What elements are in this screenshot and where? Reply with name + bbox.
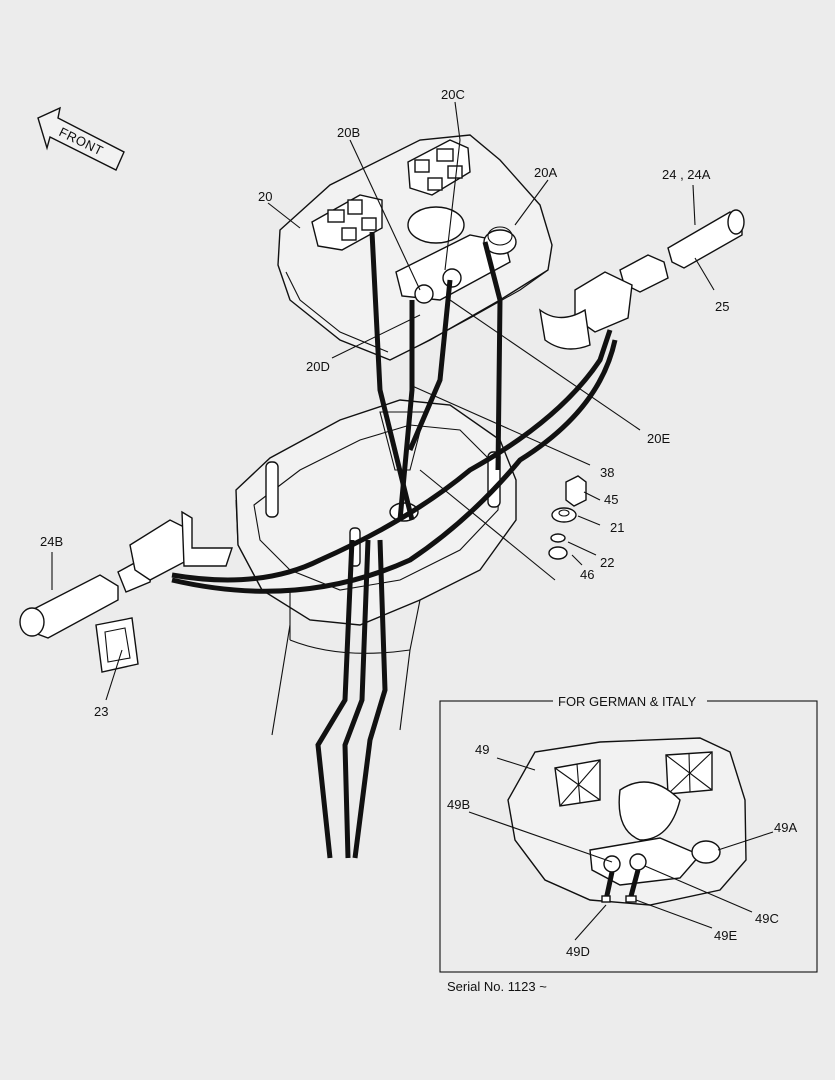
label-20D: 20D <box>306 359 330 374</box>
label-49D: 49D <box>566 944 590 959</box>
label-49E: 49E <box>714 928 737 943</box>
front-arrow-icon: FRONT <box>37 106 125 171</box>
label-20E: 20E <box>647 431 670 446</box>
label-49A: 49A <box>774 820 797 835</box>
combination-switch-left <box>19 510 233 639</box>
label-20: 20 <box>258 189 272 204</box>
label-25: 25 <box>715 299 729 314</box>
hazard-indicator-icon <box>347 199 363 215</box>
dash-panel <box>277 134 553 361</box>
turn-left-indicator-icon <box>327 209 345 223</box>
label-49C: 49C <box>755 911 779 926</box>
inset-german-italy: FOR GERMAN & ITALY 49 49B 49A 49C 49E 49… <box>439 692 818 973</box>
turn-right-indicator-icon <box>436 148 454 162</box>
hardware <box>548 475 587 560</box>
combination-switch-right <box>539 209 745 350</box>
label-24B: 24B <box>40 534 63 549</box>
switch-49B-icon <box>603 855 621 873</box>
label-20C: 20C <box>441 87 465 102</box>
serial-note: Serial No. 1123 ~ <box>447 979 547 994</box>
headlight-icon <box>361 217 377 231</box>
label-38: 38 <box>600 465 614 480</box>
charge-indicator-icon <box>447 165 463 179</box>
label-20B: 20B <box>337 125 360 140</box>
label-46: 46 <box>580 567 594 582</box>
rotary-switch-icon <box>483 229 517 255</box>
column-base <box>235 399 517 736</box>
wiring-harness <box>171 231 618 859</box>
rotary-switch-49A-icon <box>691 840 721 864</box>
clip-23-icon <box>95 617 139 673</box>
label-49B: 49B <box>447 797 470 812</box>
label-21: 21 <box>610 520 624 535</box>
parking-brake-icon <box>427 177 443 191</box>
switch-49C-icon <box>629 853 647 871</box>
glow-indicator-icon <box>414 159 430 173</box>
callout-labels: 20 20B 20C 20A 24 , 24A 25 20D 20E 38 45… <box>40 87 729 719</box>
label-23: 23 <box>94 704 108 719</box>
switch-20B-icon <box>414 284 434 304</box>
inset-title: FOR GERMAN & ITALY <box>558 694 697 709</box>
oil-pressure-icon <box>341 227 357 241</box>
label-20A: 20A <box>534 165 557 180</box>
label-22: 22 <box>600 555 614 570</box>
label-49: 49 <box>475 742 489 757</box>
leader-lines <box>51 101 715 701</box>
label-24-24A: 24 , 24A <box>662 167 711 182</box>
label-45: 45 <box>604 492 618 507</box>
